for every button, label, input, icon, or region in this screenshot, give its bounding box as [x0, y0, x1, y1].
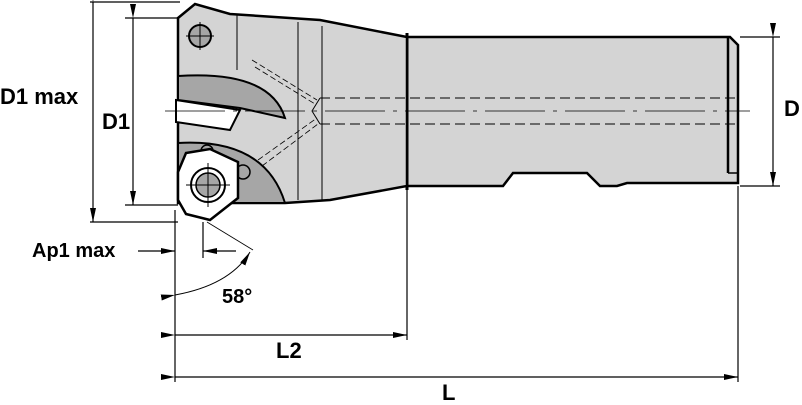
label-ap1-max: Ap1 max	[32, 240, 116, 262]
label-angle-58: 58°	[222, 286, 253, 308]
label-d1: D1	[102, 109, 131, 134]
label-d1-max: D1 max	[0, 84, 79, 109]
label-d: D	[784, 96, 800, 121]
label-l: L	[442, 380, 456, 405]
hex-insert	[176, 144, 251, 222]
rhombic-insert	[175, 98, 242, 132]
shank	[405, 33, 740, 190]
label-l2: L2	[276, 338, 302, 363]
dimension-lines	[90, 0, 780, 382]
coolant-channel	[165, 97, 750, 125]
